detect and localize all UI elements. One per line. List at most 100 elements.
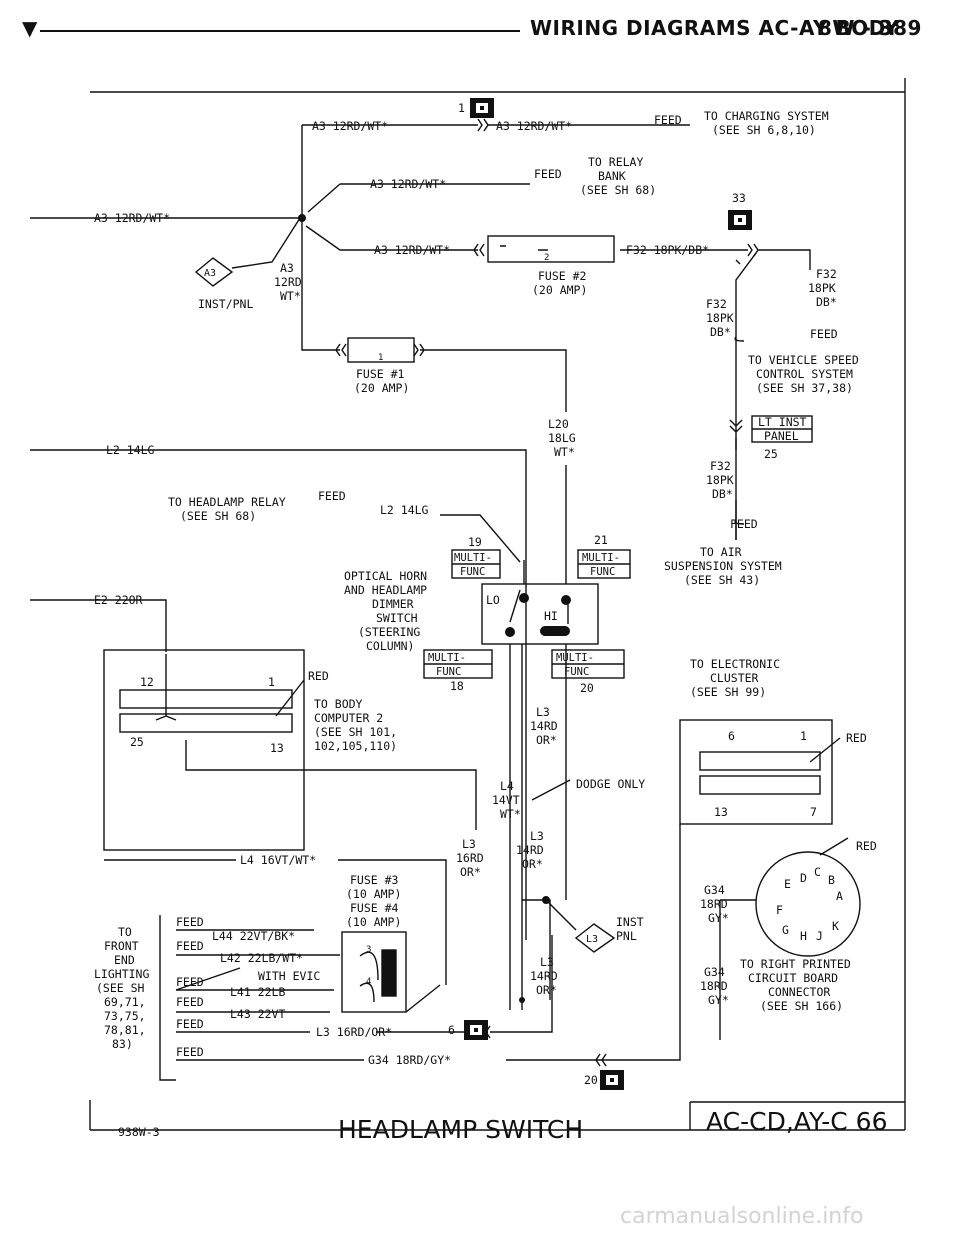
label-l3a-1: L3: [536, 705, 550, 719]
footer-ref: AC-CD,AY-C 66: [706, 1107, 888, 1136]
fuse1-box: [347, 337, 415, 363]
label-fuse-num-4: 4: [366, 977, 371, 987]
label-a3-diamond: A3: [204, 268, 216, 279]
pin-k: K: [832, 919, 839, 933]
label-l3d-2: 14RD: [530, 969, 558, 983]
label-g34b-1: G34: [704, 965, 725, 979]
label-to-bc-3: (SEE SH 101,: [314, 725, 397, 739]
pin-g: G: [782, 923, 789, 937]
label-see-relay: (SEE SH 68): [580, 183, 656, 197]
label-to-front-3: END: [114, 953, 135, 967]
header-marker: ▼: [22, 16, 38, 40]
label-to-bc-1: TO BODY: [314, 697, 363, 711]
label-c25: 25: [130, 735, 144, 749]
label-inst-pnl-2: INST: [616, 915, 644, 929]
label-g34b-2: 18RD: [700, 979, 728, 993]
label-to-front-8: 78,81,: [104, 1023, 146, 1037]
label-feed-charging: FEED: [654, 113, 682, 127]
label-l20-3: WT*: [554, 445, 575, 459]
label-f32-a1: F32: [816, 267, 837, 281]
label-feed-hl: FEED: [318, 489, 346, 503]
label-fuse-num-1: 1: [378, 353, 383, 363]
label-sw-2: AND HEADLAMP: [344, 583, 427, 597]
connector-icons: [464, 98, 752, 1090]
label-red3: RED: [856, 839, 877, 853]
conn1-label: 1: [458, 101, 465, 115]
label-feed-1: FEED: [176, 915, 204, 929]
label-fuse2-amp: (20 AMP): [532, 283, 587, 297]
label-to-bc-4: 102,105,110): [314, 739, 397, 753]
label-f32-c1: F32: [710, 459, 731, 473]
label-l4a-3: WT*: [500, 807, 521, 821]
label-f32-c3: DB*: [712, 487, 733, 501]
round-connector: [755, 851, 861, 957]
label-l3b-2: 16RD: [456, 851, 484, 865]
label-dodge: DODGE ONLY: [576, 777, 645, 791]
label-r6: 6: [728, 729, 735, 743]
label-feed-3: FEED: [176, 975, 204, 989]
label-l3b-1: L3: [462, 837, 476, 851]
header-rule: [40, 30, 520, 32]
label-to-front-6: 69,71,: [104, 995, 146, 1009]
label-bank: BANK: [598, 169, 626, 183]
label-l4a-1: L4: [500, 779, 514, 793]
wire-node-down: [301, 225, 340, 351]
wire-l2-headlamp: [440, 514, 521, 563]
label-l43: L43 22VT: [230, 1007, 285, 1021]
label-fuse3: FUSE #3: [350, 873, 399, 887]
wire-fuse1-out: [420, 349, 567, 412]
label-r1: 1: [800, 729, 807, 743]
fuse34-box: [341, 931, 407, 1013]
label-feed-5: FEED: [176, 1017, 204, 1031]
label-lt-inst-num: 25: [764, 447, 778, 461]
label-a3-left: A3 12RD/WT*: [94, 211, 170, 225]
label-num21: 21: [594, 533, 608, 547]
label-l3a-2: 14RD: [530, 719, 558, 733]
label-mf20-2: FUNC: [564, 666, 589, 678]
label-l3-diamond: L3: [586, 934, 598, 945]
label-to-vs-1: TO VEHICLE SPEED: [748, 353, 859, 367]
wire-red3: [819, 837, 849, 856]
label-feed-air: FEED: [730, 517, 758, 531]
pin-c: C: [814, 865, 821, 879]
diamond-a3: [194, 257, 234, 287]
label-lt-inst-1: LT INST: [758, 415, 807, 429]
pin-d: D: [800, 871, 807, 885]
label-feed-relay: FEED: [534, 167, 562, 181]
wire-e2: [30, 599, 167, 716]
label-c1: 1: [268, 675, 275, 689]
label-g34a-3: GY*: [708, 911, 729, 925]
label-a3-fuse2: A3 12RD/WT*: [374, 243, 450, 257]
label-a3-top: A3 12RD/WT*: [312, 119, 388, 133]
label-inst-pnl: INST/PNL: [198, 297, 253, 311]
label-to-ec-3: (SEE SH 99): [690, 685, 766, 699]
label-a3-node-3: WT*: [280, 289, 301, 303]
conn6-label: 6: [448, 1023, 455, 1037]
label-feed-vs: FEED: [810, 327, 838, 341]
label-l2-left: L2 14LG: [106, 443, 155, 457]
label-to-front-4: LIGHTING: [94, 967, 149, 981]
wire-f32-split: [735, 252, 757, 395]
diamond-l3: [574, 923, 616, 953]
label-g34a-2: 18RD: [700, 897, 728, 911]
label-l2-hl: L2 14LG: [380, 503, 429, 517]
label-r7: 7: [810, 805, 817, 819]
label-f32-c2: 18PK: [706, 473, 734, 487]
label-f32-b3: DB*: [710, 325, 731, 339]
label-to-air-1: TO AIR: [700, 545, 742, 559]
label-l3d-1: L3: [540, 955, 554, 969]
label-l20-1: L20: [548, 417, 569, 431]
label-l4-16: L4 16VT/WT*: [240, 853, 316, 867]
label-e2: E2 22OR: [94, 593, 143, 607]
label-l20-2: 18LG: [548, 431, 576, 445]
pin-h: H: [800, 929, 807, 943]
wire-a3-fuse2: [305, 225, 478, 251]
label-with-evic: WITH EVIC: [258, 969, 320, 983]
label-to-ec-2: CLUSTER: [710, 671, 759, 685]
footer: 938W-3 HEADLAMP SWITCH AC-CD,AY-C 66: [118, 1107, 888, 1144]
label-f32-b1: F32: [706, 297, 727, 311]
label-l3a-3: OR*: [536, 733, 557, 747]
label-fuse4: FUSE #4: [350, 901, 399, 915]
label-to-front-9: 83): [112, 1037, 133, 1051]
